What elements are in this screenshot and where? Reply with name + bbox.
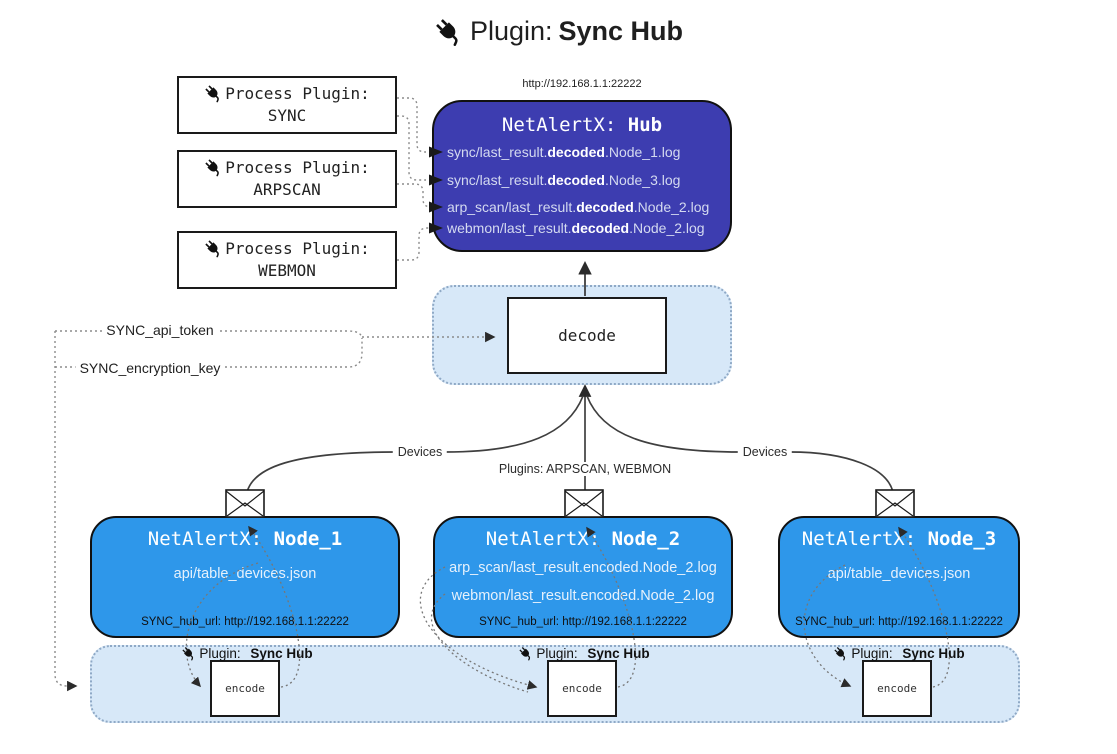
process-plugin-label: Process Plugin: [179, 239, 395, 258]
encode-plugin-label-1: Plugin: Sync Hub [178, 643, 313, 664]
plug-icon [515, 643, 536, 664]
process-plugin-webmon-box: Process Plugin: WEBMON [177, 231, 397, 289]
process-plugin-arpscan-box: Process Plugin: ARPSCAN [177, 150, 397, 208]
node-2-box: NetAlertX: Node_2 arp_scan/last_result.e… [433, 516, 733, 638]
process-plugin-label: Process Plugin: [179, 84, 395, 103]
plug-icon [178, 643, 199, 664]
hub-log-line: sync/last_result.decoded.Node_3.log [447, 172, 681, 188]
node-title: NetAlertX: Node_1 [147, 528, 343, 550]
sync-encryption-key-label: SYNC_encryption_key [75, 360, 225, 376]
envelope-icon [564, 489, 604, 518]
title-prefix: Plugin: [469, 16, 553, 46]
encode-box-2: encode [547, 660, 617, 717]
process-plugin-sync-box: Process Plugin: SYNC [177, 76, 397, 134]
devices-right-label: Devices [737, 445, 793, 459]
encode-plugin-label-2: Plugin: Sync Hub [515, 643, 650, 664]
plugin-to-hub-links [397, 97, 432, 261]
hub-log-line: sync/last_result.decoded.Node_1.log [447, 144, 681, 160]
node-1-box: NetAlertX: Node_1 api/table_devices.json… [90, 516, 400, 638]
devices-left-label: Devices [392, 445, 448, 459]
envelope-icon [225, 489, 265, 518]
nodes-to-decode-links [245, 384, 895, 501]
hub-title: NetAlertX: Hub [501, 114, 663, 136]
plug-icon [200, 154, 227, 181]
hub-log-line: webmon/last_result.decoded.Node_2.log [447, 220, 705, 236]
process-plugin-name: ARPSCAN [253, 180, 321, 199]
plug-icon [428, 10, 470, 52]
hub-box: NetAlertX: Hub sync/last_result.decoded.… [432, 100, 732, 252]
hub-log-line: arp_scan/last_result.decoded.Node_2.log [447, 199, 710, 215]
node-hub-url: SYNC_hub_url: http://192.168.1.1:22222 [795, 616, 1003, 628]
sync-api-token-label: SYNC_api_token [102, 322, 218, 338]
node-3-box: NetAlertX: Node_3 api/table_devices.json… [778, 516, 1020, 638]
encode-plugin-label-3: Plugin: Sync Hub [830, 643, 965, 664]
title-name: Sync Hub [558, 16, 684, 46]
node-hub-url: SYNC_hub_url: http://192.168.1.1:22222 [141, 616, 349, 628]
plug-icon [200, 235, 227, 262]
node-title: NetAlertX: Node_2 [485, 528, 681, 550]
process-plugin-name: SYNC [267, 106, 307, 125]
decode-box: decode [507, 297, 667, 374]
hub-url: http://192.168.1.1:22222 [522, 78, 642, 90]
node-file: api/table_devices.json [827, 566, 971, 582]
plug-icon [200, 80, 227, 107]
plugins-middle-label: Plugins: ARPSCAN, WEBMON [493, 462, 677, 476]
process-plugin-label: Process Plugin: [179, 158, 395, 177]
encode-box-1: encode [210, 660, 280, 717]
encode-box-3: encode [862, 660, 932, 717]
node-file: arp_scan/last_result.encoded.Node_2.log [449, 560, 717, 576]
envelope-icon [875, 489, 915, 518]
node-title: NetAlertX: Node_3 [801, 528, 997, 550]
process-plugin-name: WEBMON [258, 261, 316, 280]
page-title: Plugin: Sync Hub [0, 16, 1117, 47]
node-file: webmon/last_result.encoded.Node_2.log [451, 588, 715, 604]
node-hub-url: SYNC_hub_url: http://192.168.1.1:22222 [479, 616, 687, 628]
node-file: api/table_devices.json [173, 566, 317, 582]
plug-icon [830, 643, 851, 664]
